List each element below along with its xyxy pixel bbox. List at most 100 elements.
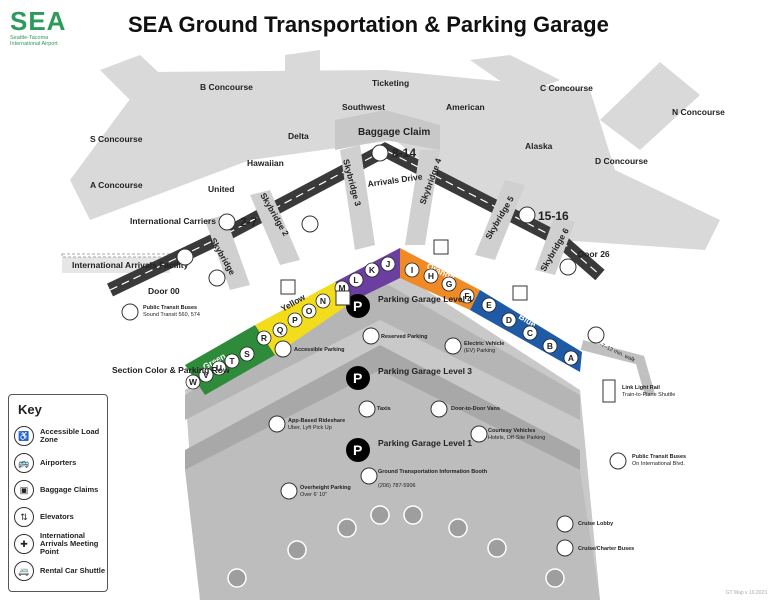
ev-parking-title: Electric Vehicle [464, 341, 504, 347]
logo-subtitle: Seattle-Tacoma International Airport [10, 35, 58, 47]
transit-intl-sub: On International Blvd. [632, 461, 685, 467]
rail-walkway [580, 340, 655, 397]
row-c-marker [522, 325, 538, 341]
row-u-marker [211, 360, 227, 376]
ticketing-label: Ticketing [372, 78, 409, 88]
carrier-alaska: Alaska [525, 141, 553, 151]
row-f-marker [459, 288, 475, 304]
p-marker-l3: P [353, 370, 362, 386]
key-item-label: International Arrivals Meeting Point [40, 531, 99, 556]
row-k-letter: K [369, 265, 376, 275]
carrier-delta: Delta [288, 131, 309, 141]
key-item-label: Baggage Claims [40, 485, 99, 494]
luggage-icon-2 [218, 213, 236, 231]
level1-title: Parking Garage Level 1 [378, 438, 472, 448]
key-title: Key [18, 402, 42, 417]
key-item: ▣Baggage Claims [14, 478, 106, 502]
pedestrian-icon [587, 326, 605, 344]
carrier-international: International Carriers [130, 216, 216, 226]
row-a-letter: A [568, 353, 574, 363]
row-t-marker [224, 353, 240, 369]
key-item: 🚌 Airporters [14, 451, 106, 475]
meeting-point-icon: ✚ [14, 534, 34, 554]
road-center-line [109, 149, 601, 291]
baggage-claim-label: Baggage Claim [358, 127, 430, 138]
courtesy-title: Courtesy Vehicles [488, 428, 535, 434]
luggage-icon [371, 144, 389, 162]
row-d-marker [501, 312, 517, 328]
link-rail-sub: Train-to-Plane Shuttle [622, 392, 675, 398]
cruise-buses-label: Cruise/Charter Buses [578, 546, 634, 552]
row-p-marker [287, 312, 303, 328]
bus-icon [121, 303, 139, 321]
row-a-marker [563, 350, 579, 366]
level3-title: Parking Garage Level 3 [378, 366, 472, 376]
rideshare-title: App-Based Rideshare [288, 418, 345, 424]
row-m-letter: M [338, 283, 345, 293]
taxi-icon [358, 400, 376, 418]
row-r-letter: R [261, 333, 267, 343]
door-26-label: Door 26 [578, 249, 610, 259]
row-i-marker [404, 262, 420, 278]
row-p-letter: P [292, 315, 298, 325]
door-vans-label: Door-to-Door Vans [451, 406, 500, 412]
light-rail-icon [602, 379, 616, 403]
section-color-heading: Section Color & Parking Row [112, 365, 230, 375]
bus-icon: 🚌 [14, 453, 34, 473]
airporter-icon [301, 215, 319, 233]
transit-bus-icon [609, 452, 627, 470]
reserved-car-icon [362, 327, 380, 345]
row-n-marker [315, 293, 331, 309]
row-g-letter: G [446, 279, 453, 289]
row-e-letter: E [486, 300, 492, 310]
d-concourse-label: D Concourse [595, 156, 648, 166]
transit-top-title: Public Transit Buses [143, 305, 197, 311]
row-v-letter: V [203, 370, 209, 380]
intl-dashed-line [61, 253, 171, 258]
key-item-label: Elevators [40, 512, 74, 521]
p-marker-l1: P [353, 442, 362, 458]
elevator-icon [280, 279, 296, 295]
parking-level-markers [346, 294, 370, 462]
courtesy-bus-icon [470, 425, 488, 443]
row-v-marker [198, 367, 214, 383]
meeting-point-icon [176, 248, 194, 266]
c-concourse-label: C Concourse [540, 83, 593, 93]
row-e-marker [481, 297, 497, 313]
row-r-marker [256, 330, 272, 346]
map-icons [121, 144, 627, 557]
elevator-icon-4 [512, 285, 528, 301]
intl-arrivals-facility-label: International Arrivals Facility [72, 260, 189, 270]
row-s-marker [239, 346, 255, 362]
key-item: ♿Accessible Load Zone [14, 424, 106, 448]
overheight-icon [280, 482, 298, 500]
taxis-label: Taxis [377, 406, 391, 412]
baggage-claim-hub [335, 110, 440, 150]
row-o-letter: O [306, 306, 313, 316]
rideshare-sub: Uber, Lyft Pick Up [288, 425, 332, 431]
charter-bus-icon [556, 539, 574, 557]
shuttle-icon [208, 269, 226, 287]
shuttle-icon: 🚐 [14, 561, 34, 581]
garage-levels [185, 260, 600, 600]
key-item-label: Airporters [40, 458, 77, 467]
row-b-letter: B [547, 341, 553, 351]
row-q-marker [272, 322, 288, 338]
courtesy-sub: Hotels, Off-Site Parking [488, 435, 545, 441]
wheelchair-icon: ♿ [14, 426, 34, 446]
level4-title: Parking Garage Level 4 [378, 294, 472, 304]
ev-charger-icon [444, 337, 462, 355]
ev-parking-sub: (EV) Parking [464, 348, 495, 354]
elevator-icon: ⇅ [14, 507, 34, 527]
row-f-letter: F [464, 291, 469, 301]
key-item: ✚ International Arrivals Meeting Point [14, 532, 106, 556]
row-k-marker [364, 262, 380, 278]
exit-arrows [227, 505, 565, 588]
version-footnote: GT Map v 10.2023 [725, 590, 767, 596]
p-marker-l4: P [353, 298, 362, 314]
s-concourse-label: S Concourse [90, 134, 143, 144]
b-concourse-label: B Concourse [200, 82, 253, 92]
elevator-icon-2 [335, 290, 351, 306]
